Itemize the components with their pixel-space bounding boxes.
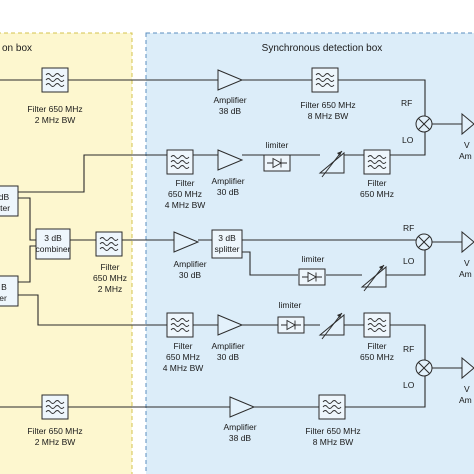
splitter-label: splitter: [214, 244, 239, 254]
sync-box: [145, 32, 474, 474]
splitter-label: 3 dB: [218, 233, 236, 243]
filter-icon: [318, 394, 346, 420]
filter-label: 2 MHz BW: [35, 115, 76, 125]
combiner-label: combiner: [36, 244, 71, 254]
filter-label: Filter: [176, 178, 195, 188]
mixer-cross-circle-icon: [415, 233, 433, 251]
amplifier-label: 30 dB: [217, 187, 240, 197]
filter-label: 4 MHz BW: [165, 200, 206, 210]
filter-label: Filter 650 MHz: [27, 426, 82, 436]
video-amp-label: Am: [459, 395, 472, 405]
amplifier-label: Amplifier: [213, 95, 246, 105]
filter-label: 2 MHz BW: [35, 437, 76, 447]
filter-label: 8 MHz BW: [313, 437, 354, 447]
amplifier-label: Amplifier: [223, 422, 256, 432]
left-box-title: on box: [2, 43, 32, 54]
filter-label: Filter 650 MHz: [305, 426, 360, 436]
diode-limiter-icon: [277, 316, 305, 334]
filter-icon: [166, 149, 194, 175]
amplifier-label: 38 dB: [229, 433, 252, 443]
amplifier-triangle-icon: [461, 356, 474, 380]
filter-label: Filter 650 MHz: [300, 100, 355, 110]
filter-icon: [311, 67, 339, 93]
filter-label: Filter: [368, 178, 387, 188]
filter-label: 650 MHz: [93, 273, 127, 283]
splitter-label: dB: [0, 192, 10, 202]
video-amp-label: V: [464, 258, 470, 268]
diode-limiter-icon: [298, 268, 326, 286]
filter-label: 650 MHz: [166, 352, 200, 362]
filter-label: 650 MHz: [360, 189, 394, 199]
sync-box-title: Synchronous detection box: [262, 43, 383, 54]
filter-label: 2 MHz: [98, 284, 123, 294]
lo-port-label: LO: [402, 135, 414, 145]
amplifier-label: Amplifier: [211, 341, 244, 351]
amplifier-triangle-icon: [461, 230, 474, 254]
combiner-block: [35, 228, 71, 260]
filter-label: Filter: [101, 262, 120, 272]
amplifier-label: 30 dB: [217, 352, 240, 362]
filter-label: Filter 650 MHz: [27, 104, 82, 114]
filter-label: 4 MHz BW: [163, 363, 204, 373]
amplifier-triangle-icon: [461, 112, 474, 136]
filter-label: Filter: [368, 341, 387, 351]
filter-label: 650 MHz: [168, 189, 202, 199]
splitter-block: [0, 185, 19, 217]
limiter-label: limiter: [266, 140, 289, 150]
wiring: [0, 79, 462, 408]
amplifier-label: Amplifier: [173, 259, 206, 269]
amplifier-label: Amplifier: [211, 176, 244, 186]
lo-port-label: LO: [403, 380, 415, 390]
video-amp-label: V: [464, 384, 470, 394]
rf-port-label: RF: [401, 98, 412, 108]
splitter-block: [211, 229, 243, 259]
filter-label: 8 MHz BW: [308, 111, 349, 121]
filter-label: Filter: [174, 341, 193, 351]
rf-port-label: RF: [403, 344, 414, 354]
filter-label: 650 MHz: [360, 352, 394, 362]
filter-icon: [166, 312, 194, 338]
video-amp-label: V: [464, 140, 470, 150]
diode-limiter-icon: [263, 154, 291, 172]
rf-port-label: RF: [403, 223, 414, 233]
splitter-label: er: [0, 293, 7, 303]
filter-icon: [41, 67, 69, 93]
splitter-label: itter: [0, 203, 10, 213]
limiter-label: limiter: [302, 254, 325, 264]
amplifier-label: 30 dB: [179, 270, 202, 280]
video-amp-label: Am: [459, 151, 472, 161]
mixer-cross-circle-icon: [415, 115, 433, 133]
combiner-label: 3 dB: [44, 233, 62, 243]
filter-icon: [363, 149, 391, 175]
splitter-block: [0, 275, 19, 307]
splitter-label: B: [1, 282, 7, 292]
video-amp-label: Am: [459, 269, 472, 279]
filter-icon: [41, 394, 69, 420]
amplifier-label: 38 dB: [219, 106, 242, 116]
filter-icon: [95, 231, 123, 257]
lo-port-label: LO: [403, 256, 415, 266]
mixer-cross-circle-icon: [415, 359, 433, 377]
filter-icon: [363, 312, 391, 338]
limiter-label: limiter: [279, 300, 302, 310]
